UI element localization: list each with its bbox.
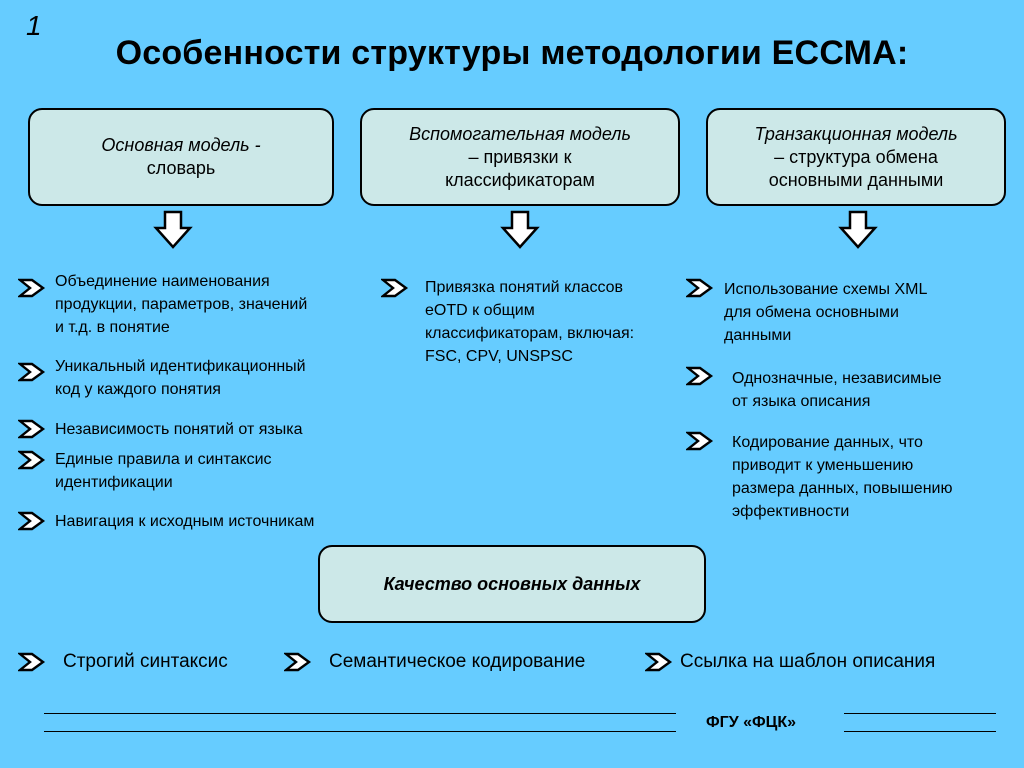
- model-trans-line3: основными данными: [768, 169, 944, 190]
- model-main-line2: словарь: [146, 158, 216, 178]
- model-trans-line1: Транзакционная модель: [754, 123, 958, 144]
- chevron-bullet-icon: [18, 278, 46, 298]
- down-arrow-icon: [153, 210, 193, 249]
- bottom-item-2: Семантическое кодирование: [329, 651, 586, 672]
- model-box-transaction: Транзакционная модель – структура обмена…: [706, 108, 1006, 206]
- model-box-auxiliary: Вспомогательная модель – привязки к клас…: [360, 108, 680, 206]
- divider-line: [44, 731, 676, 732]
- chevron-bullet-icon: [18, 362, 46, 382]
- quality-box: Качество основных данных: [318, 545, 706, 623]
- chevron-bullet-icon: [686, 278, 714, 298]
- bottom-item-1: Строгий синтаксис: [63, 651, 228, 672]
- chevron-bullet-icon: [686, 366, 714, 386]
- chevron-bullet-icon: [645, 652, 673, 672]
- col1-item-5: Навигация к исходным источникам: [55, 513, 315, 530]
- slide-number: 1: [26, 10, 42, 41]
- model-aux-line1: Вспомогательная модель: [409, 123, 631, 144]
- col1-item-3: Независимость понятий от языка: [55, 421, 303, 438]
- quality-label: Качество основных данных: [383, 573, 641, 594]
- model-trans-line2: – структура обмена: [774, 146, 938, 167]
- chevron-bullet-icon: [686, 431, 714, 451]
- chevron-bullet-icon: [18, 450, 46, 470]
- chevron-bullet-icon: [18, 511, 46, 531]
- model-box-main: Основная модель - словарь: [28, 108, 334, 206]
- model-main-line1: Основная модель -: [101, 135, 261, 155]
- divider-line: [844, 731, 996, 732]
- down-arrow-icon: [500, 210, 540, 249]
- model-aux-line2: – привязки к: [468, 146, 572, 167]
- chevron-bullet-icon: [18, 419, 46, 439]
- chevron-bullet-icon: [284, 652, 312, 672]
- bottom-item-3: Ссылка на шаблон описания: [680, 651, 936, 672]
- footer-organization: ФГУ «ФЦК»: [706, 714, 797, 731]
- divider-line: [844, 713, 996, 714]
- slide-title: Особенности структуры методологии ЕССМА:: [115, 34, 909, 72]
- model-aux-line3: классификаторам: [445, 169, 595, 190]
- chevron-bullet-icon: [381, 278, 409, 298]
- down-arrow-icon: [838, 210, 878, 249]
- divider-line: [44, 713, 676, 714]
- chevron-bullet-icon: [18, 652, 46, 672]
